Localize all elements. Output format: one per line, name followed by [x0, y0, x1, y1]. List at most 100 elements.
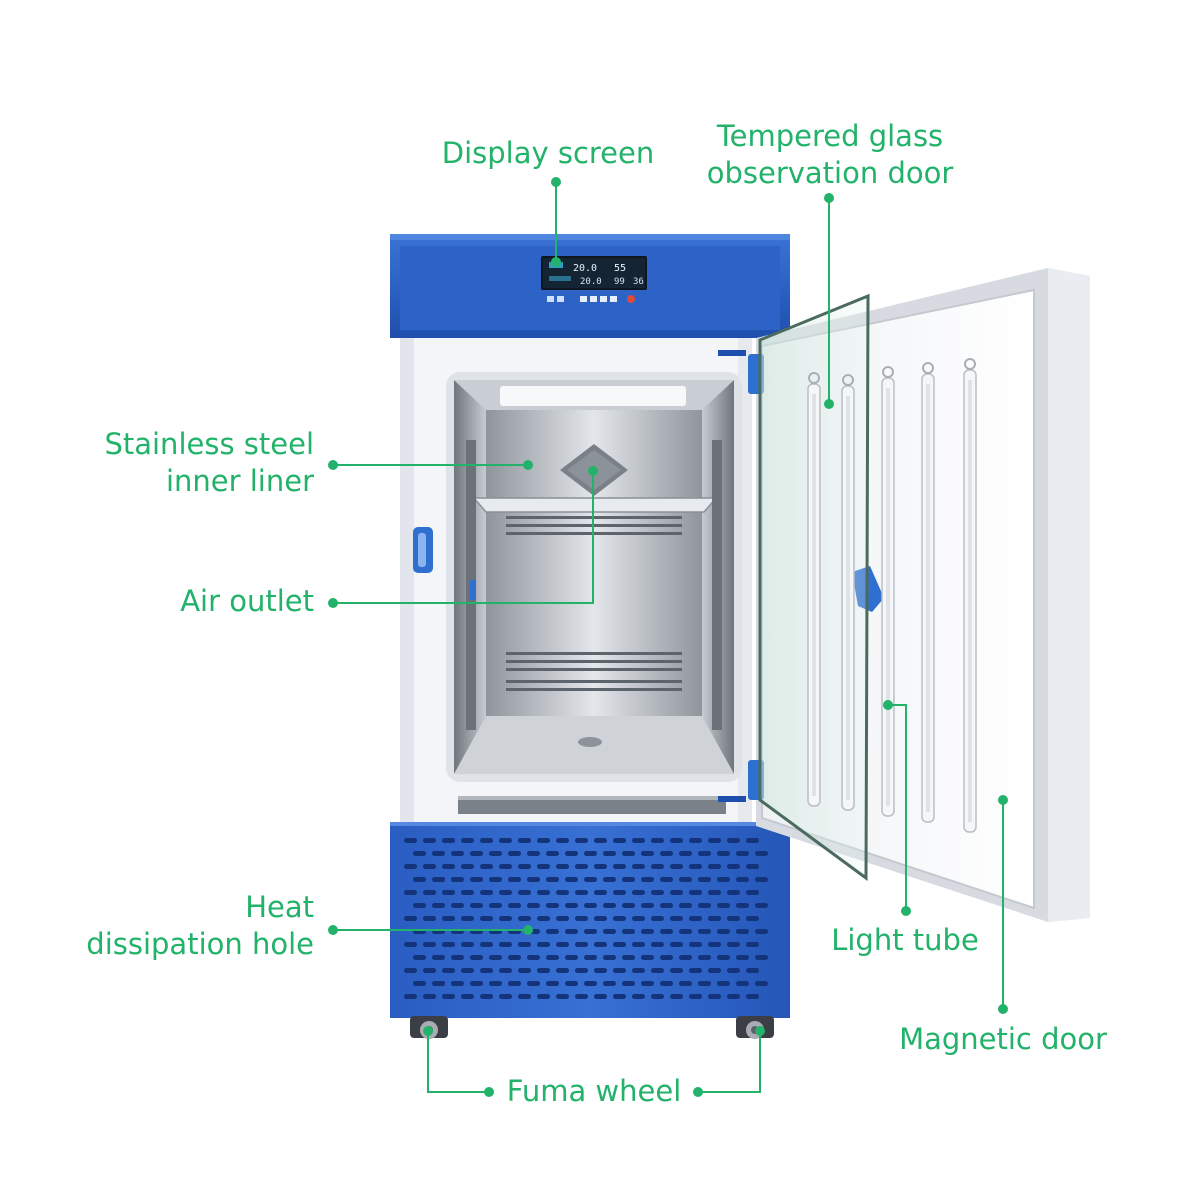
tempered-glass-marker: [824, 193, 834, 203]
heat-vent-slot: [698, 929, 711, 934]
heat-vent-slot: [651, 942, 664, 947]
fuma-wheel-label: Fuma wheel: [496, 1073, 692, 1110]
heat-vent-slot: [717, 877, 730, 882]
heat-vent-slot: [679, 981, 692, 986]
heat-vent-slot: [432, 981, 445, 986]
heat-vent-slot: [575, 916, 588, 921]
magnetic-door-text: Magnetic door: [899, 1022, 1107, 1056]
heat-vent-slot: [660, 981, 673, 986]
tempered-glass-label: Tempered glass observation door: [690, 118, 970, 192]
fuma-wheel-marker-left: [423, 1026, 433, 1036]
light-tube-label: Light tube: [800, 922, 1010, 959]
heat-vent-slot: [451, 955, 464, 960]
heat-vent-slot: [651, 968, 664, 973]
heat-vent-slot: [651, 838, 664, 843]
heat-vent-slot: [670, 890, 683, 895]
heat-vent-slot: [423, 890, 436, 895]
heat-vent-slot: [660, 929, 673, 934]
heat-vent-slot: [613, 968, 626, 973]
heat-vent-slot: [413, 903, 426, 908]
heat-vent-slot: [613, 864, 626, 869]
heat-vent-slot: [594, 864, 607, 869]
heat-vent-slot: [670, 838, 683, 843]
air-outlet-label: Air outlet: [60, 583, 314, 620]
heat-vent-slot: [632, 994, 645, 999]
heat-vent-slot: [527, 851, 540, 856]
heat-vent-slot: [556, 968, 569, 973]
heat-vent-slot: [480, 890, 493, 895]
heat-vent-slot: [480, 916, 493, 921]
heat-vent-slot: [594, 968, 607, 973]
heat-vent-slot: [603, 929, 616, 934]
display-reading-1: 20.0: [573, 263, 597, 274]
heat-vent-slot: [622, 851, 635, 856]
heat-vent-slot: [632, 890, 645, 895]
heat-vent-slot: [537, 942, 550, 947]
heat-vent-slot: [746, 838, 759, 843]
heat-vent-slot: [698, 851, 711, 856]
heat-vent-slot: [461, 838, 474, 843]
heat-vent-slot: [708, 864, 721, 869]
heat-vent-slot: [442, 916, 455, 921]
heat-vent-slot: [556, 916, 569, 921]
heat-vent-slot: [660, 903, 673, 908]
magnetic-door-label: Magnetic door: [888, 1021, 1118, 1058]
heat-vent-slot: [575, 968, 588, 973]
heat-vent-slot: [432, 955, 445, 960]
heat-vent-slot: [565, 851, 578, 856]
heat-vent-slot: [641, 955, 654, 960]
heat-vent-slot: [708, 968, 721, 973]
heat-vent-slot: [594, 942, 607, 947]
heat-vent-slot: [470, 955, 483, 960]
heat-vent-slot: [404, 916, 417, 921]
heat-vent-slot: [717, 851, 730, 856]
tempered-glass-text-line2: observation door: [706, 156, 954, 190]
heat-vent-slot: [413, 955, 426, 960]
heat-vent-slot: [727, 838, 740, 843]
heat-vent-slot: [546, 955, 559, 960]
heat-vent-slot: [689, 942, 702, 947]
heat-vent-slot: [708, 890, 721, 895]
heat-vent-slot: [679, 877, 692, 882]
heat-vent-slot: [537, 994, 550, 999]
heat-vent-slot: [584, 955, 597, 960]
heat-vent-slot: [423, 838, 436, 843]
heat-vent-slot: [689, 864, 702, 869]
heat-vent-slot: [670, 916, 683, 921]
heat-vent-slot: [404, 942, 417, 947]
heat-vent-slot: [641, 903, 654, 908]
heat-vent-slot: [404, 968, 417, 973]
heat-vent-slot: [727, 890, 740, 895]
heat-vent-slot: [451, 877, 464, 882]
heat-vent-slot: [499, 968, 512, 973]
heat-vent-slot: [499, 942, 512, 947]
heat-vent-slot: [556, 890, 569, 895]
light-tube: [841, 374, 855, 811]
heat-vent-slot: [470, 877, 483, 882]
heat-vent-slot: [736, 877, 749, 882]
heat-vent-slot: [603, 851, 616, 856]
heat-vent-slot: [442, 864, 455, 869]
heat-vent-slot: [508, 877, 521, 882]
heat-vent-slot: [698, 955, 711, 960]
heat-vent-slot: [584, 929, 597, 934]
heat-vent-slot: [717, 929, 730, 934]
heat-vent-slot: [670, 942, 683, 947]
heat-vent-slot: [603, 955, 616, 960]
heat-vent-slot: [651, 916, 664, 921]
heat-vent-slot: [565, 877, 578, 882]
heat-vent-slot: [755, 877, 768, 882]
heat-vent-slot: [518, 994, 531, 999]
heat-vent-slot: [461, 942, 474, 947]
display-screen-label: Display screen: [418, 135, 678, 172]
light-tube: [921, 362, 935, 823]
heat-vent-slot: [565, 929, 578, 934]
display-screen-text: Display screen: [441, 136, 655, 170]
heat-vent-slot: [708, 942, 721, 947]
door-sill: [458, 796, 726, 814]
heat-vent-slot: [736, 981, 749, 986]
heat-vent-slot: [584, 851, 597, 856]
light-tubes: [807, 358, 977, 833]
heat-vent-slot: [746, 916, 759, 921]
